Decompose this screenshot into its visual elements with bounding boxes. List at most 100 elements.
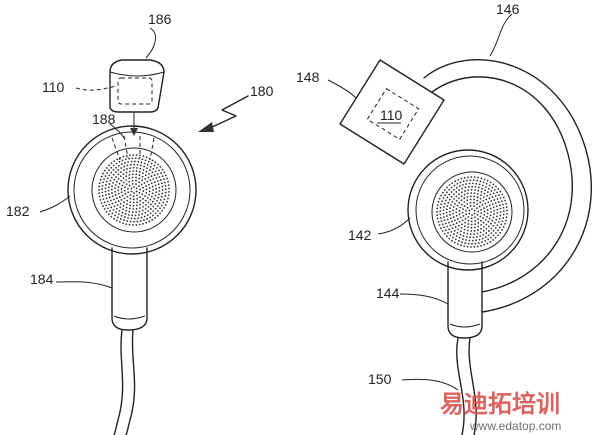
grille-dot xyxy=(123,165,126,168)
grille-dot xyxy=(142,169,145,171)
grille-dot xyxy=(144,159,147,162)
grille-dot xyxy=(466,229,469,232)
grille-dot xyxy=(487,225,490,228)
grille-dot xyxy=(145,188,148,191)
grille-dot xyxy=(460,199,463,202)
grille-dot xyxy=(488,204,491,207)
grille-dot xyxy=(474,226,476,229)
grille-dot xyxy=(442,206,445,208)
grille-dot xyxy=(468,182,471,185)
grille-dot xyxy=(460,226,463,229)
grille-dot xyxy=(499,214,502,217)
grille-dot xyxy=(127,187,129,190)
grille-dot xyxy=(104,190,107,193)
grille-dot xyxy=(467,219,470,222)
grille-dot xyxy=(446,215,448,217)
grille-dot xyxy=(486,191,489,194)
grille-dot xyxy=(150,208,152,210)
grille-dot xyxy=(167,197,169,200)
grille-dot xyxy=(157,196,160,199)
left-housing xyxy=(67,125,197,255)
grille-dot xyxy=(110,206,113,209)
grille-dot xyxy=(129,167,132,170)
grille-dot xyxy=(144,177,147,180)
grille-dot xyxy=(127,213,130,216)
grille-dot xyxy=(103,201,106,204)
grille-dot xyxy=(155,187,158,190)
grille-dot xyxy=(157,183,160,186)
grille-dot xyxy=(486,194,488,197)
grille-dot xyxy=(445,211,448,214)
grille-dot xyxy=(496,208,499,211)
grille-dot xyxy=(455,211,458,214)
grille-dot xyxy=(104,184,107,186)
grille-dot xyxy=(112,164,115,167)
grille-dot xyxy=(457,240,460,242)
grille-dot xyxy=(153,197,156,200)
grille-dot xyxy=(102,205,104,208)
grille-dot xyxy=(489,181,492,184)
grille-dot xyxy=(156,214,159,217)
grille-dot xyxy=(128,207,131,210)
right-housing xyxy=(407,149,529,271)
grille-dot xyxy=(163,178,165,181)
grille-dot xyxy=(467,176,469,179)
grille-dot xyxy=(158,169,160,172)
ear-tip-186 xyxy=(109,59,165,113)
grille-dot xyxy=(137,214,140,216)
grille-dot xyxy=(452,193,455,196)
grille-dot xyxy=(438,224,441,226)
grille-dot xyxy=(117,189,120,192)
grille-dot xyxy=(476,213,479,216)
grille-dot xyxy=(473,209,476,212)
grille-dot xyxy=(156,180,159,182)
grille-dot xyxy=(132,195,135,198)
grille-dot xyxy=(489,240,492,243)
grille-dot xyxy=(459,206,462,209)
grille-dot xyxy=(108,169,110,172)
grille-dot xyxy=(166,177,168,180)
grille-dot xyxy=(476,203,479,206)
grille-dot xyxy=(115,219,118,222)
grille-dot xyxy=(473,198,475,201)
grille-dot xyxy=(498,194,500,197)
grille-dot xyxy=(456,204,459,207)
grille-dot xyxy=(139,207,141,209)
grille-dot xyxy=(143,219,145,222)
grille-dot xyxy=(160,172,162,175)
grille-dot xyxy=(134,157,137,160)
grille-dot xyxy=(484,240,486,242)
grille-dot xyxy=(141,175,144,178)
grille-dot xyxy=(463,205,466,208)
grille-dot xyxy=(104,175,107,177)
grille-dot xyxy=(497,229,499,232)
grille-dot xyxy=(489,222,492,225)
grille-dot xyxy=(164,181,166,184)
grille-dot xyxy=(99,178,102,181)
grille-dot xyxy=(98,192,101,195)
grille-dot xyxy=(477,210,480,213)
grille-dot xyxy=(461,223,463,226)
grille-dot xyxy=(167,180,169,183)
grille-dot xyxy=(476,232,479,235)
grille-dot xyxy=(471,239,474,242)
grille-dot xyxy=(480,223,483,226)
grille-dot xyxy=(505,216,508,219)
grille-dot xyxy=(158,190,161,192)
grille-dot xyxy=(136,204,138,207)
grille-dot xyxy=(120,167,123,169)
grille-dot xyxy=(448,198,451,201)
grille-dot xyxy=(132,198,135,201)
grille-dot xyxy=(161,189,164,191)
grille-dot xyxy=(117,192,120,195)
grille-dot xyxy=(449,224,452,227)
grille-dot xyxy=(452,236,454,239)
grille-dot xyxy=(477,186,480,189)
grille-dot xyxy=(467,185,470,188)
label-144: 144 xyxy=(376,285,400,301)
grille-dot xyxy=(152,214,154,217)
grille-dot xyxy=(454,180,457,183)
grille-dot xyxy=(452,209,454,212)
grille-dot xyxy=(105,210,108,213)
grille-dot xyxy=(477,225,480,228)
